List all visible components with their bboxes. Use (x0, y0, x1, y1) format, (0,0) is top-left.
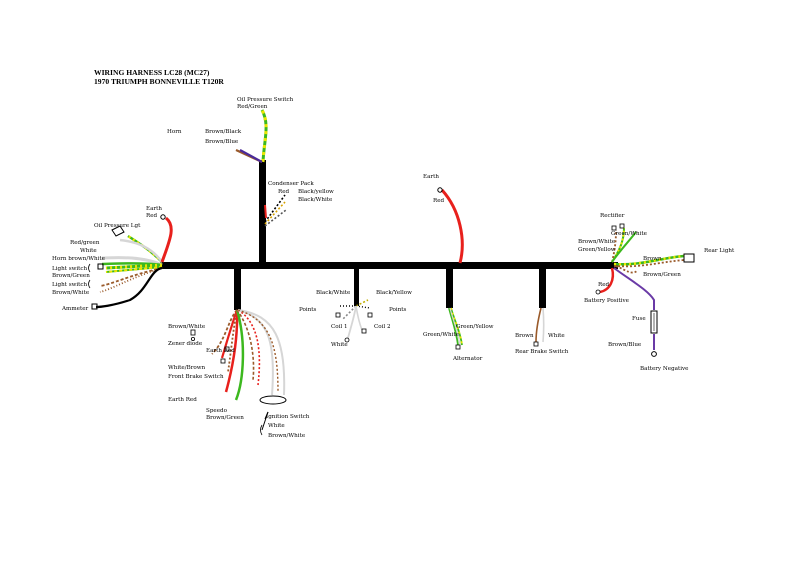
label-red-rear: Red (598, 282, 610, 288)
label-green-white-rect: Green/White (611, 231, 648, 237)
diagram-title-line1: WIRING HARNESS LC28 (MC27) (94, 68, 210, 77)
label-battery-positive: Battery Positive (584, 298, 630, 304)
lower-left-connectors (190, 329, 263, 436)
alternator-branch-wires (448, 307, 463, 350)
label-white-left: White (80, 248, 97, 254)
label-coil-1: Coil 1 (331, 324, 348, 330)
label-condenser-red: Red (278, 189, 290, 195)
label-condenser-black-white: Black/White (298, 197, 333, 203)
label-brown-rb: Brown (515, 333, 534, 339)
rear-brake-branch-wires (533, 307, 545, 347)
coil-branch-wires (335, 299, 373, 343)
label-red-mid: Red (433, 198, 445, 204)
label-brown-white-rect: Brown/White (578, 239, 616, 245)
label-light-switch-1: Light switch (52, 266, 88, 272)
label-rear-light: Rear Light (704, 248, 735, 254)
bullet-connector-icon (97, 263, 104, 270)
label-ignition-switch: Ignition Switch (266, 414, 310, 420)
label-green-yellow-alt: Green/Yellow (456, 324, 494, 330)
label-speedo: Speedo (206, 408, 228, 414)
label-fuse: Fuse (632, 316, 646, 322)
spade-terminal-icon (190, 329, 196, 336)
label-oil-pressure-switch: Oil Pressure Switch (237, 97, 294, 103)
label-white-rb: White (548, 333, 565, 339)
label-earth-left: Earth (146, 206, 162, 212)
lower-left-branch-wires (211, 309, 287, 431)
label-rear-brake-switch-1: Rear Brake Switch (515, 349, 569, 355)
label-ammeter: Ammeter (61, 306, 89, 312)
label-brown-rear: Brown (643, 256, 662, 262)
label-red-left: Red (146, 213, 158, 219)
right-bundle-wires (595, 223, 695, 357)
diagram-title-line2: 1970 TRIUMPH BONNEVILLE T120R (94, 77, 224, 86)
label-red-green-top: Red/Green (237, 104, 268, 110)
earth-red-lead (437, 187, 464, 264)
label-condenser-pack: Condenser Pack (268, 181, 314, 187)
main-harness (160, 160, 618, 310)
label-green-yellow-rect: Green/Yellow (578, 247, 616, 253)
label-ignition-white: White (268, 423, 285, 429)
label-ignition-brown-white: Brown/White (268, 433, 306, 439)
label-red-green-left: Red/green (70, 240, 100, 246)
label-brown-white-left: Brown/White (52, 290, 90, 296)
label-brown-black: Brown/Black (205, 129, 242, 135)
label-condenser-black-yellow: Black/yellow (298, 189, 334, 195)
label-brown-white-lower: Brown/White (168, 324, 206, 330)
label-brown-blue-rear: Brown/Blue (608, 342, 642, 348)
label-battery-negative: Battery Negative (640, 366, 689, 372)
label-white-coil: White (331, 342, 348, 348)
label-brown-green-left: Brown/Green (52, 273, 90, 279)
label-front-brake-switch: Front Brake Switch (168, 374, 224, 380)
label-alternator: Alternator (452, 356, 483, 362)
label-horn-brown-white: Horn brown/White (52, 256, 106, 262)
label-zener-diode: Zener diode (168, 341, 203, 347)
label-points-right: Points (389, 307, 407, 313)
label-brown-blue: Brown/Blue (205, 139, 239, 145)
label-light-switch-2: Light switch (52, 282, 88, 288)
top-branch-wires (235, 109, 287, 227)
label-oil-pressure-lgt: Oil Pressure Lgt (94, 223, 141, 229)
label-coil-2: Coil 2 (374, 324, 391, 330)
label-black-white-coil: Black/White (316, 290, 351, 296)
label-brown-green-rear: Brown/Green (643, 272, 681, 278)
label-brown-green-speedo: Brown/Green (206, 415, 244, 421)
label-green-white-alt: Green/White (423, 332, 460, 338)
label-horn: Horn (167, 129, 182, 135)
label-earth-red-1: Earth Red (206, 348, 235, 354)
label-white-brown: White/Brown (168, 365, 206, 371)
label-earth-red-2: Earth Red (168, 397, 197, 403)
left-bundle-wires (95, 214, 173, 309)
ring-terminal-icon (91, 303, 98, 310)
label-rectifier: Rectifier (600, 213, 625, 219)
left-connectors (88, 225, 125, 310)
label-points-left: Points (299, 307, 317, 313)
label-black-yellow-coil: Black/Yellow (376, 290, 412, 296)
label-earth-mid: Earth (423, 174, 439, 180)
